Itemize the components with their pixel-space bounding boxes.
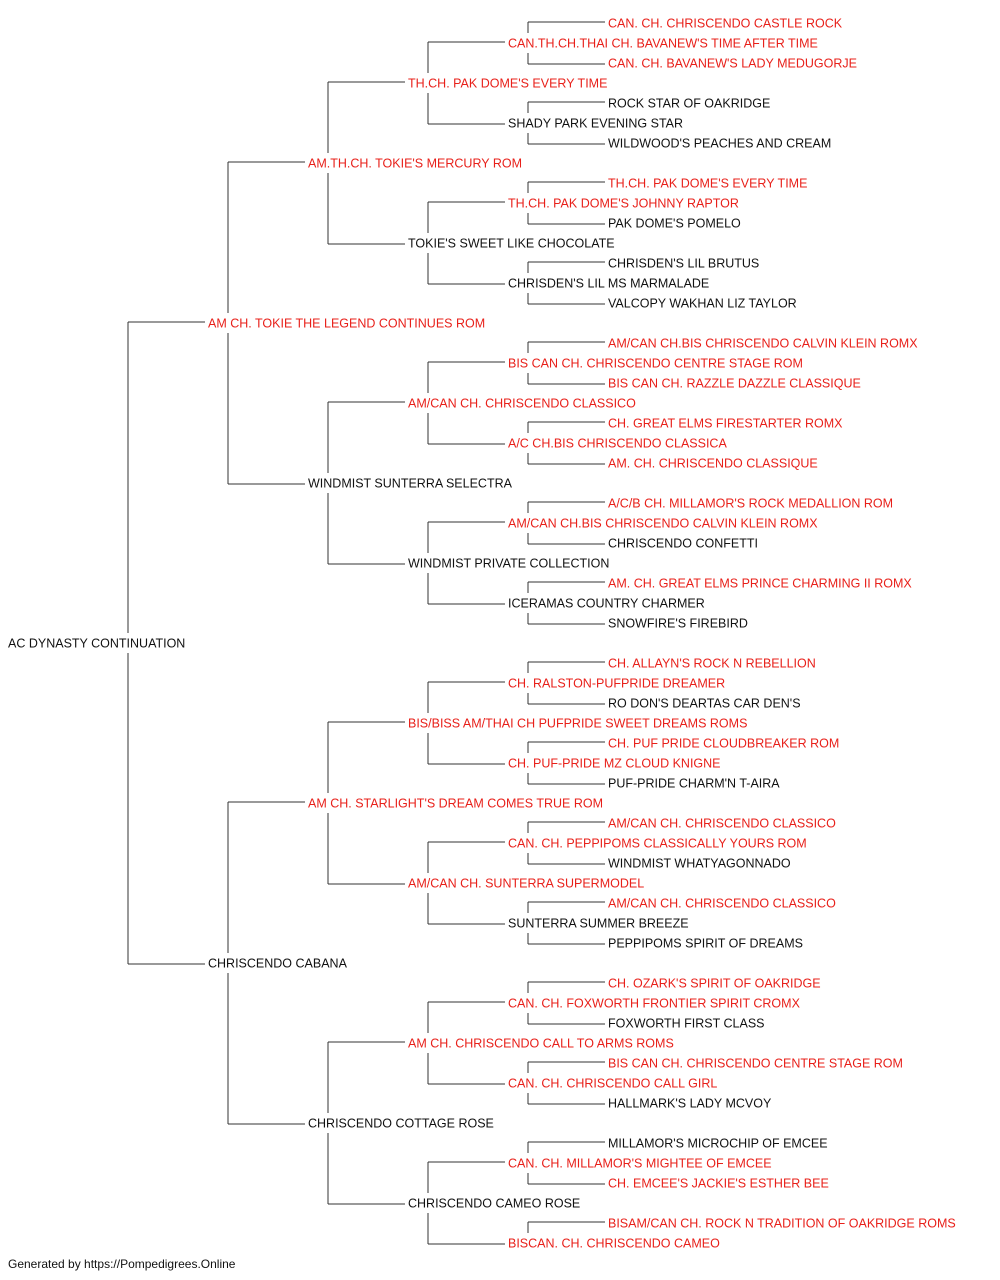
dog-name-gen4: CAN. CH. CHRISCENDO CALL GIRL — [508, 1077, 717, 1091]
dog-name-gen5: CH. EMCEE'S JACKIE'S ESTHER BEE — [608, 1177, 829, 1191]
dog-name-gen0: AC DYNASTY CONTINUATION — [8, 637, 185, 651]
dog-name-gen5: WINDMIST WHATYAGONNADO — [608, 857, 791, 871]
dog-name-gen5: CHRISCENDO CONFETTI — [608, 537, 758, 551]
dog-name-gen5: AM/CAN CH.BIS CHRISCENDO CALVIN KLEIN RO… — [608, 337, 918, 351]
dog-name-gen5: TH.CH. PAK DOME'S EVERY TIME — [608, 177, 807, 191]
dog-name-gen3: WINDMIST PRIVATE COLLECTION — [408, 557, 609, 571]
dog-name-gen5: CH. OZARK'S SPIRIT OF OAKRIDGE — [608, 977, 821, 991]
dog-name-gen5: BIS CAN CH. RAZZLE DAZZLE CLASSIQUE — [608, 377, 861, 391]
dog-name-gen5: AM. CH. CHRISCENDO CLASSIQUE — [608, 457, 818, 471]
dog-name-gen4: CAN.TH.CH.THAI CH. BAVANEW'S TIME AFTER … — [508, 37, 818, 51]
dog-labels: AC DYNASTY CONTINUATION AM CH. TOKIE THE … — [8, 17, 956, 1251]
dog-name-gen4: A/C CH.BIS CHRISCENDO CLASSICA — [508, 437, 727, 451]
connector-lines — [127, 21, 605, 1245]
dog-name-gen5: RO DON'S DEARTAS CAR DEN'S — [608, 697, 801, 711]
pedigree-tree: AC DYNASTY CONTINUATION AM CH. TOKIE THE … — [8, 17, 956, 1251]
dog-name-gen5: CH. PUF PRIDE CLOUDBREAKER ROM — [608, 737, 839, 751]
dog-name-gen5: CAN. CH. CHRISCENDO CASTLE ROCK — [608, 17, 843, 31]
dog-name-gen5: CAN. CH. BAVANEW'S LADY MEDUGORJE — [608, 57, 857, 71]
dog-name-gen4: CAN. CH. PEPPIPOMS CLASSICALLY YOURS ROM — [508, 837, 807, 851]
dog-name-gen5: HALLMARK'S LADY MCVOY — [608, 1097, 772, 1111]
dog-name-gen3: TOKIE'S SWEET LIKE CHOCOLATE — [408, 237, 615, 251]
dog-name-gen5: PUF-PRIDE CHARM'N T-AIRA — [608, 777, 780, 791]
dog-name-gen1: AM CH. TOKIE THE LEGEND CONTINUES ROM — [208, 317, 485, 331]
dog-name-gen5: CH. GREAT ELMS FIRESTARTER ROMX — [608, 417, 843, 431]
dog-name-gen5: CH. ALLAYN'S ROCK N REBELLION — [608, 657, 816, 671]
dog-name-gen5: AM/CAN CH. CHRISCENDO CLASSICO — [608, 897, 836, 911]
dog-name-gen4: ICERAMAS COUNTRY CHARMER — [508, 597, 705, 611]
dog-name-gen3: AM/CAN CH. CHRISCENDO CLASSICO — [408, 397, 636, 411]
dog-name-gen5: FOXWORTH FIRST CLASS — [608, 1017, 765, 1031]
dog-name-gen4: CAN. CH. FOXWORTH FRONTIER SPIRIT CROMX — [508, 997, 801, 1011]
dog-name-gen4: SUNTERRA SUMMER BREEZE — [508, 917, 689, 931]
dog-name-gen1: CHRISCENDO CABANA — [208, 957, 348, 971]
dog-name-gen4: TH.CH. PAK DOME'S JOHNNY RAPTOR — [508, 197, 739, 211]
dog-name-gen5: PAK DOME'S POMELO — [608, 217, 741, 231]
dog-name-gen5: AM/CAN CH. CHRISCENDO CLASSICO — [608, 817, 836, 831]
dog-name-gen5: AM. CH. GREAT ELMS PRINCE CHARMING II RO… — [608, 577, 912, 591]
dog-name-gen5: A/C/B CH. MILLAMOR'S ROCK MEDALLION ROM — [608, 497, 893, 511]
dog-name-gen5: CHRISDEN'S LIL BRUTUS — [608, 257, 759, 271]
dog-name-gen2: AM.TH.CH. TOKIE'S MERCURY ROM — [308, 157, 522, 171]
dog-name-gen5: SNOWFIRE'S FIREBIRD — [608, 617, 748, 631]
dog-name-gen3: AM/CAN CH. SUNTERRA SUPERMODEL — [408, 877, 644, 891]
dog-name-gen2: WINDMIST SUNTERRA SELECTRA — [308, 477, 513, 491]
dog-name-gen5: VALCOPY WAKHAN LIZ TAYLOR — [608, 297, 797, 311]
footer-credit: Generated by https://Pompedigrees.Online — [8, 1257, 236, 1271]
dog-name-gen4: BISCAN. CH. CHRISCENDO CAMEO — [508, 1237, 720, 1251]
dog-name-gen4: BIS CAN CH. CHRISCENDO CENTRE STAGE ROM — [508, 357, 803, 371]
dog-name-gen4: CH. RALSTON-PUFPRIDE DREAMER — [508, 677, 725, 691]
dog-name-gen5: BISAM/CAN CH. ROCK N TRADITION OF OAKRID… — [608, 1217, 956, 1231]
dog-name-gen4: CAN. CH. MILLAMOR'S MIGHTEE OF EMCEE — [508, 1157, 772, 1171]
dog-name-gen5: PEPPIPOMS SPIRIT OF DREAMS — [608, 937, 803, 951]
dog-name-gen2: CHRISCENDO COTTAGE ROSE — [308, 1117, 494, 1131]
dog-name-gen3: TH.CH. PAK DOME'S EVERY TIME — [408, 77, 607, 91]
dog-name-gen4: AM/CAN CH.BIS CHRISCENDO CALVIN KLEIN RO… — [508, 517, 818, 531]
dog-name-gen5: WILDWOOD'S PEACHES AND CREAM — [608, 137, 831, 151]
dog-name-gen5: ROCK STAR OF OAKRIDGE — [608, 97, 770, 111]
dog-name-gen4: SHADY PARK EVENING STAR — [508, 117, 683, 131]
dog-name-gen4: CHRISDEN'S LIL MS MARMALADE — [508, 277, 709, 291]
dog-name-gen3: AM CH. CHRISCENDO CALL TO ARMS ROMS — [408, 1037, 674, 1051]
dog-name-gen3: CHRISCENDO CAMEO ROSE — [408, 1197, 580, 1211]
dog-name-gen5: BIS CAN CH. CHRISCENDO CENTRE STAGE ROM — [608, 1057, 903, 1071]
dog-name-gen2: AM CH. STARLIGHT'S DREAM COMES TRUE ROM — [308, 797, 603, 811]
dog-name-gen4: CH. PUF-PRIDE MZ CLOUD KNIGNE — [508, 757, 721, 771]
dog-name-gen3: BIS/BISS AM/THAI CH PUFPRIDE SWEET DREAM… — [408, 717, 747, 731]
dog-name-gen5: MILLAMOR'S MICROCHIP OF EMCEE — [608, 1137, 828, 1151]
